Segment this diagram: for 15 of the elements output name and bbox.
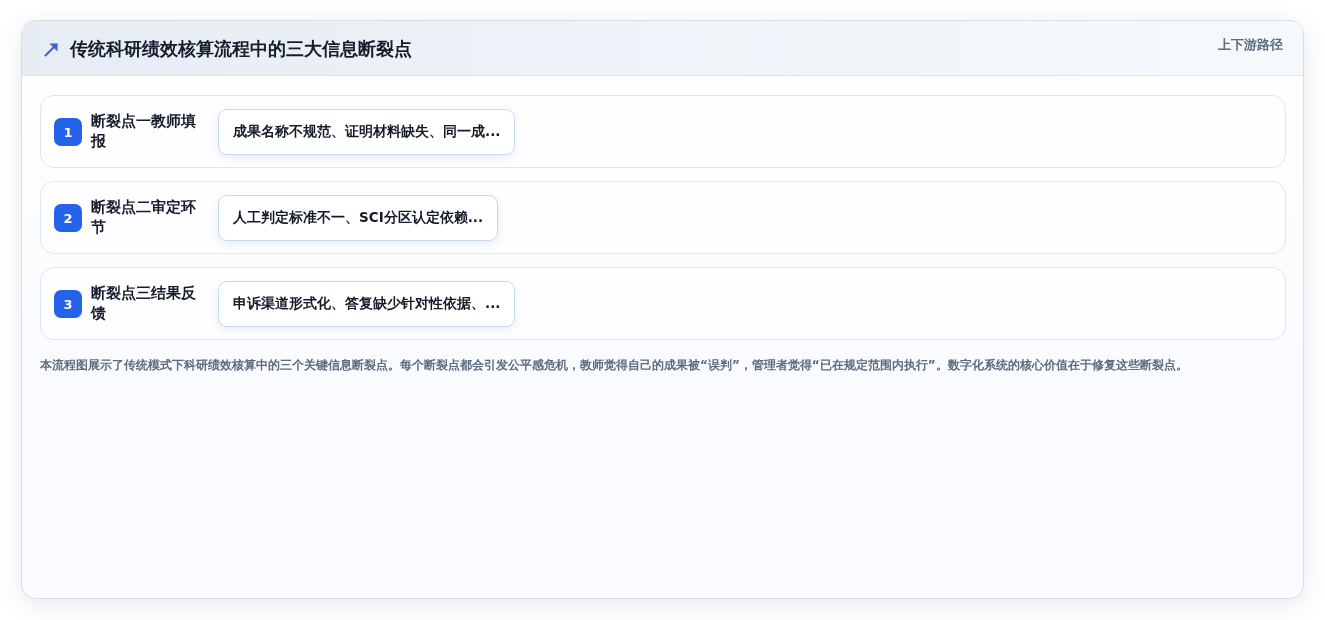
number-badge: 1: [54, 118, 82, 146]
subtitle: 上下游路径: [1218, 36, 1283, 54]
detail-box: 申诉渠道形式化、答复缺少针对性依据、...: [218, 281, 516, 327]
number-badge: 2: [54, 204, 82, 232]
step-card: [40, 95, 1286, 168]
step-label: 断裂点二审定环节: [91, 198, 197, 237]
caption: 本流程图展示了传统模式下科研绩效核算中的三个关键信息断裂点。每个断裂点都会引发公平感危机，教师觉得自己的成果被“误判”，管理者觉得“已在规定范围内执行”。数字化系统的核心价值在于修复这些断裂点。: [40, 357, 1188, 374]
step-card: [40, 267, 1286, 340]
title: 传统科研绩效核算流程中的三大信息断裂点: [70, 37, 412, 61]
detail-box: 成果名称不规范、证明材料缺失、同一成...: [218, 109, 516, 155]
detail-box: 人工判定标准不一、SCI分区认定依赖...: [218, 195, 499, 241]
step-label: 断裂点三结果反馈: [91, 284, 197, 323]
number-badge: 3: [54, 290, 82, 318]
step-label: 断裂点一教师填报: [91, 112, 197, 151]
step-card: [40, 181, 1286, 254]
